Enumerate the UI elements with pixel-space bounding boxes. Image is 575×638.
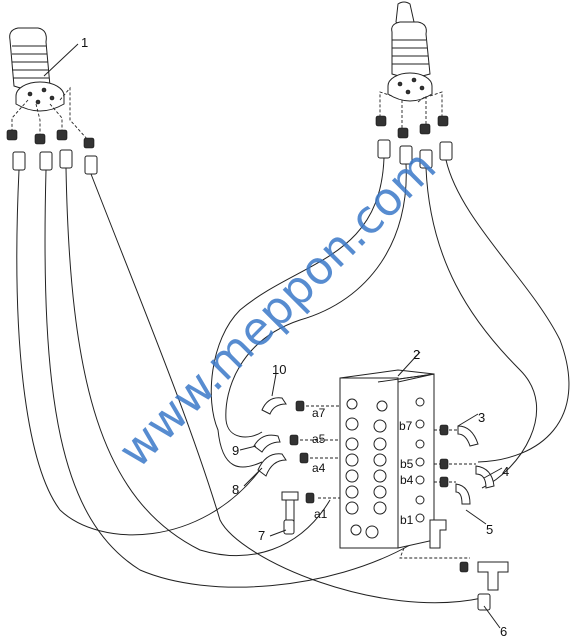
callout-6: 6 xyxy=(500,624,507,638)
port-label-a7: a7 xyxy=(312,406,326,420)
callout-4: 4 xyxy=(502,464,509,479)
valve-block xyxy=(339,369,435,549)
right-fittings xyxy=(375,115,453,169)
port-label-b1: b1 xyxy=(400,513,414,527)
callout-2: 2 xyxy=(413,347,420,362)
callout-8: 8 xyxy=(232,482,239,497)
left-fittings xyxy=(6,129,98,175)
port-label-a5: a5 xyxy=(312,432,326,446)
port-label-b7: b7 xyxy=(399,419,413,433)
left-port-fittings xyxy=(253,397,340,535)
callout-10: 10 xyxy=(272,362,286,377)
bottom-tee xyxy=(399,547,509,611)
callout-1: 1 xyxy=(81,35,88,50)
port-label-a4: a4 xyxy=(312,461,326,475)
right-port-fittings xyxy=(429,424,495,549)
port-label-b4: b4 xyxy=(400,473,414,487)
port-label-b5: b5 xyxy=(400,457,414,471)
callout-9: 9 xyxy=(232,443,239,458)
left-joystick xyxy=(9,27,65,112)
callout-5: 5 xyxy=(486,522,493,537)
callout-7: 7 xyxy=(258,528,265,543)
right-joystick xyxy=(387,1,433,102)
port-label-a1: a1 xyxy=(314,507,328,521)
callout-3: 3 xyxy=(478,410,485,425)
valve-ports xyxy=(345,397,425,539)
